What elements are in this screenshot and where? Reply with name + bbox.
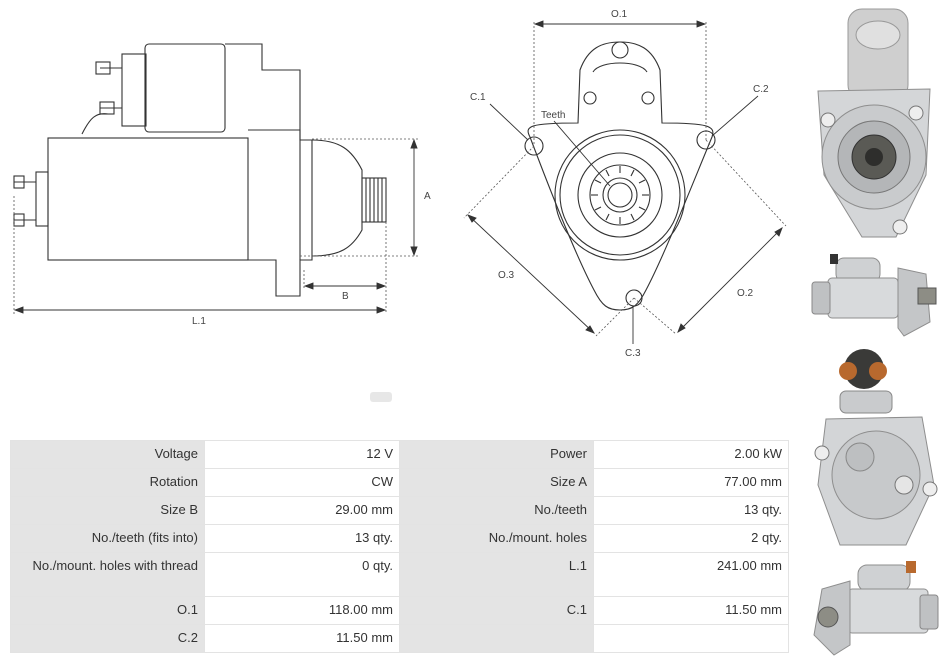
spec-value: 2.00 kW bbox=[593, 440, 789, 469]
spec-value: 77.00 mm bbox=[593, 468, 789, 497]
spec-label bbox=[399, 624, 594, 653]
starter-angle-photo[interactable] bbox=[808, 555, 942, 659]
dim-b-label: B bbox=[342, 291, 349, 302]
dim-o3-label: O.3 bbox=[498, 270, 515, 281]
spec-label: C.2 bbox=[10, 624, 205, 653]
spec-value: 12 V bbox=[204, 440, 400, 469]
spec-value: 13 qty. bbox=[204, 524, 400, 553]
starter-side-photo[interactable] bbox=[808, 244, 942, 340]
dim-a-label: A bbox=[424, 191, 431, 202]
starter-rear-photo[interactable] bbox=[810, 345, 944, 550]
spec-value: 0 qty. bbox=[204, 552, 400, 597]
spec-row: No./teeth (fits into)13 qty.No./mount. h… bbox=[10, 524, 789, 553]
spec-value: 29.00 mm bbox=[204, 496, 400, 525]
spec-label: No./teeth (fits into) bbox=[10, 524, 205, 553]
starter-front-photo[interactable] bbox=[810, 5, 940, 240]
spec-label: Rotation bbox=[10, 468, 205, 497]
spec-label: Size B bbox=[10, 496, 205, 525]
dim-l1-label: L.1 bbox=[192, 316, 206, 327]
spec-label: L.1 bbox=[399, 552, 594, 597]
spec-label: No./mount. holes with thread bbox=[10, 552, 205, 597]
side-view-drawing: A B L.1 bbox=[13, 43, 431, 327]
spec-value bbox=[593, 624, 789, 653]
spec-value: 11.50 mm bbox=[204, 624, 400, 653]
spec-label: O.1 bbox=[10, 596, 205, 625]
dim-c1-label: C.1 bbox=[470, 92, 486, 103]
front-view-drawing: O.1 C.1 C.2 Teeth O.3 O.2 C.3 bbox=[463, 9, 787, 359]
spec-value: 13 qty. bbox=[593, 496, 789, 525]
spec-value: 2 qty. bbox=[593, 524, 789, 553]
dim-c3-label: C.3 bbox=[625, 348, 641, 359]
spec-label: Size A bbox=[399, 468, 594, 497]
spec-value: CW bbox=[204, 468, 400, 497]
spec-value: 241.00 mm bbox=[593, 552, 789, 597]
spec-label: No./mount. holes bbox=[399, 524, 594, 553]
spec-label: Power bbox=[399, 440, 594, 469]
dim-o1-label: O.1 bbox=[611, 9, 628, 20]
spec-label: Voltage bbox=[10, 440, 205, 469]
dim-o2-label: O.2 bbox=[737, 288, 754, 299]
spec-value: 118.00 mm bbox=[204, 596, 400, 625]
spec-value: 11.50 mm bbox=[593, 596, 789, 625]
spec-label: C.1 bbox=[399, 596, 594, 625]
teeth-label: Teeth bbox=[541, 110, 565, 121]
spec-label: No./teeth bbox=[399, 496, 594, 525]
dim-c2-label: C.2 bbox=[753, 84, 769, 95]
watermark-smudge bbox=[370, 392, 392, 402]
